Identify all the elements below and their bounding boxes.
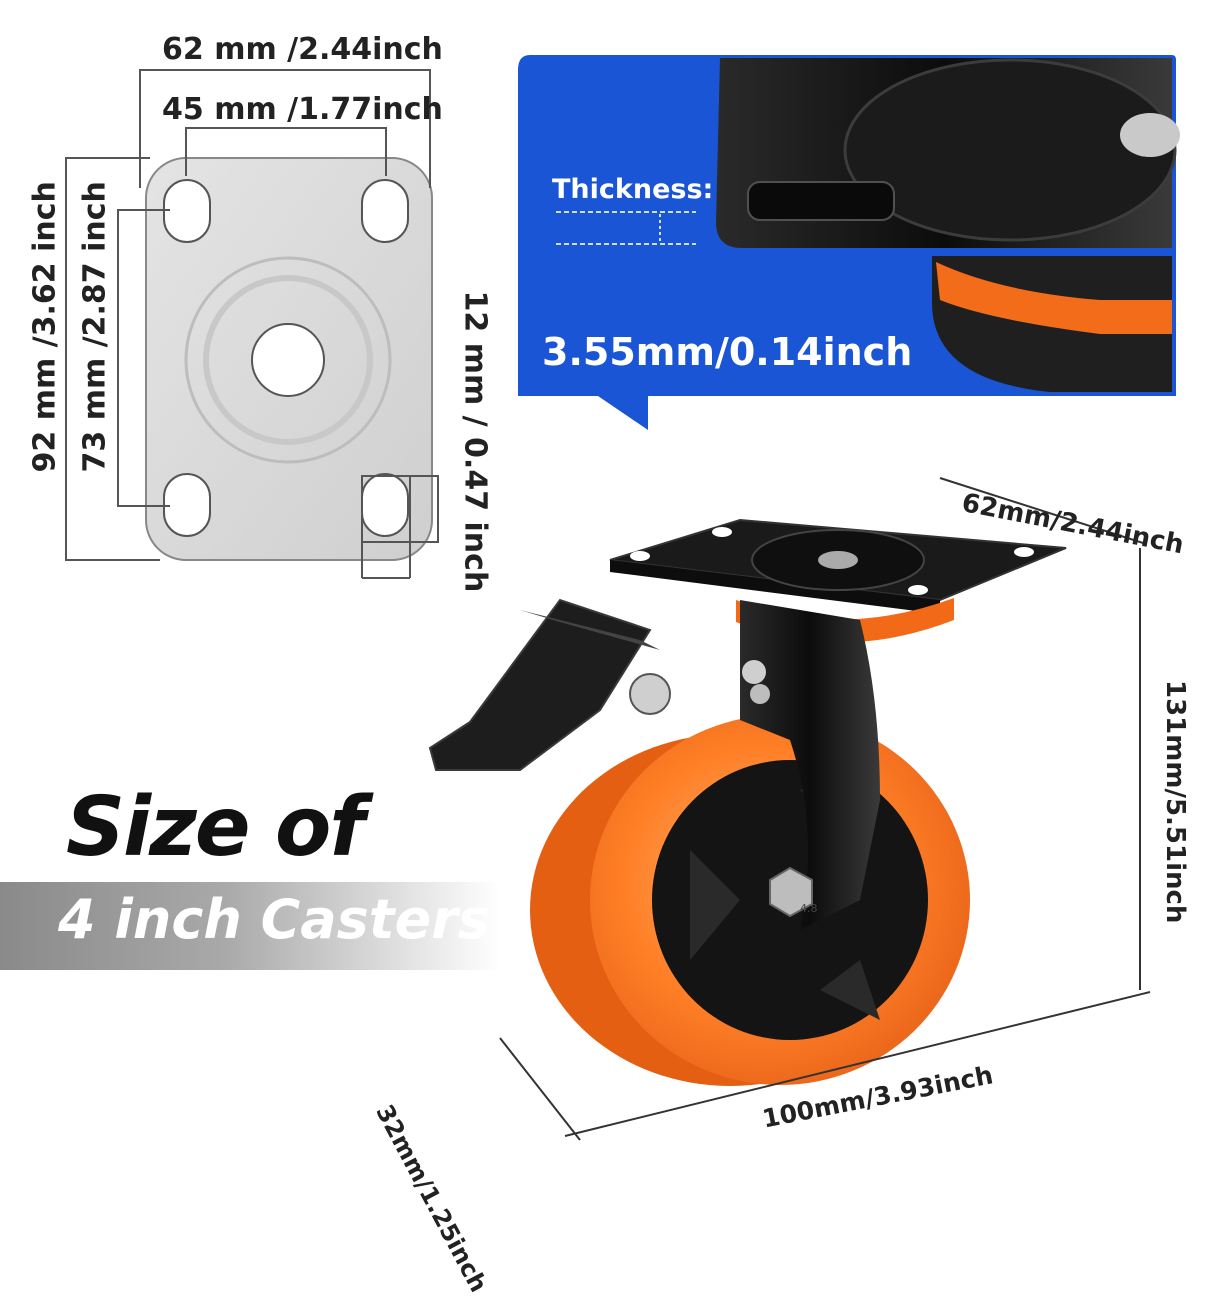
- thickness-value: 3.55mm/0.14inch: [542, 330, 913, 374]
- thickness-callout: [518, 55, 1180, 430]
- mounting-hole-icon: [361, 473, 409, 537]
- mounting-plate-diagram: [65, 69, 439, 579]
- thickness-label: Thickness:: [552, 174, 714, 205]
- subtitle-band: [0, 882, 500, 970]
- plate-width-outer-label: 62 mm /2.44inch: [162, 32, 443, 67]
- plate-height-holes-label: 73 mm /2.87 inch: [77, 181, 113, 473]
- plate-height-outer-label: 92 mm /3.62 inch: [27, 181, 63, 473]
- plate-width-holes-label: 45 mm /1.77inch: [162, 92, 443, 127]
- mounting-hole-icon: [361, 179, 409, 243]
- hub-marking: 4.8: [800, 902, 818, 915]
- hole-size-label: 12 mm / 0.47 inch: [457, 290, 493, 593]
- mounting-hole-icon: [163, 179, 211, 243]
- mounting-hole-icon: [163, 473, 211, 537]
- headline-title: Size of: [66, 780, 365, 875]
- headline-subtitle: 4 inch Casters: [58, 888, 490, 951]
- caster-wheel-illustration: 4.8: [428, 477, 1151, 1141]
- illustration-canvas: 4.8: [65, 55, 1180, 1141]
- overall-height-label: 131mm/5.51inch: [1160, 680, 1190, 924]
- product-info-graphic: 4.8 62 mm /2.44inch 45 mm /1.77inch 92 m…: [0, 32, 1190, 1297]
